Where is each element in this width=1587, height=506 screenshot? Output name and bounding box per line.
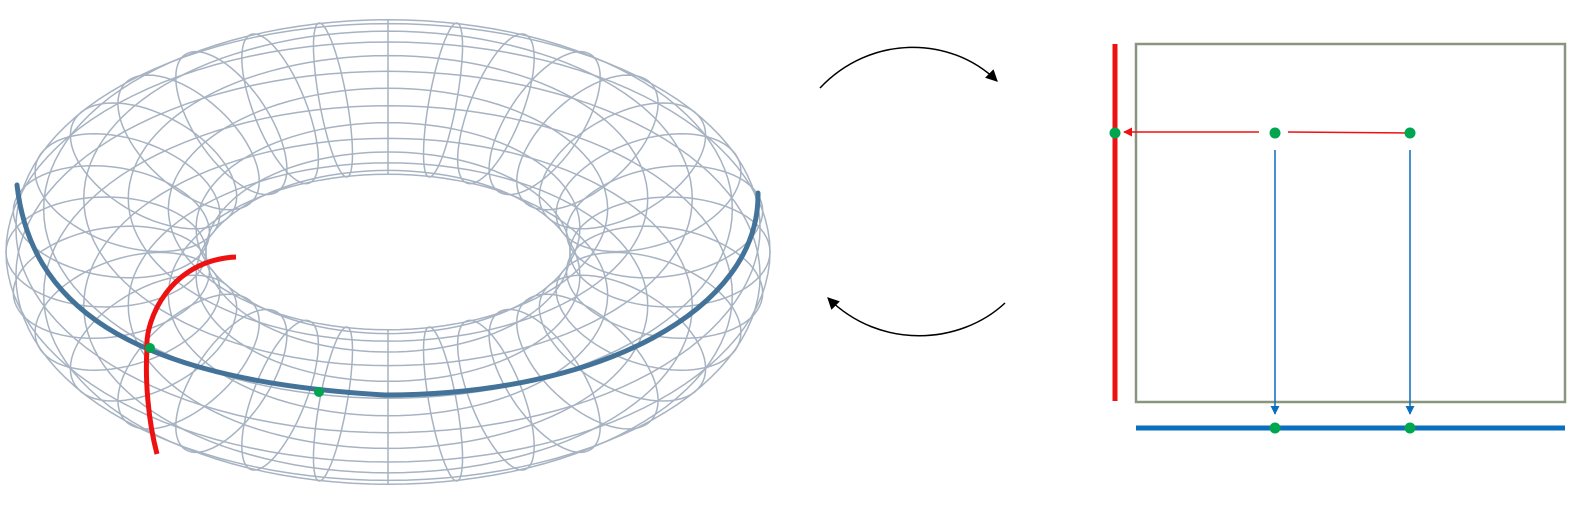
square-point-1	[1269, 127, 1281, 139]
torus-meridian-line	[241, 33, 320, 185]
torus-parallel-line	[5, 41, 771, 463]
torus-parallel-line	[15, 70, 761, 482]
bottom-edge-point-1	[1269, 422, 1281, 434]
torus-parallel-line	[195, 121, 581, 335]
bottom-edge-point-2	[1404, 422, 1416, 434]
torus-longitude-curve	[14, 182, 761, 398]
cycle-arrows	[819, 46, 1006, 337]
torus-parallel-line	[195, 169, 581, 383]
torus-longitude-point	[314, 387, 324, 397]
torus-meridian-line	[456, 33, 535, 185]
square-frame	[1134, 42, 1567, 404]
torus-meridian-line	[241, 319, 320, 471]
cycle-arrow-top	[819, 46, 998, 89]
torus	[5, 18, 771, 486]
torus-meridian-line	[569, 196, 771, 308]
torus-parallel-line	[82, 30, 694, 367]
fundamental-square	[1109, 42, 1567, 434]
horizontal-arrow-right-segment	[1287, 131, 1409, 134]
torus-wireframe	[5, 18, 771, 486]
torus-parallel-line	[167, 173, 609, 417]
torus-parallel-line	[82, 137, 694, 474]
torus-parallel-line	[167, 87, 609, 331]
torus-parallel-line	[127, 162, 649, 450]
torus-meridian-line	[456, 319, 535, 471]
left-edge-point	[1109, 127, 1121, 139]
square-point-2	[1404, 127, 1416, 139]
cycle-arrow-bottom	[827, 297, 1006, 337]
torus-intersection-point	[145, 343, 155, 353]
torus-parallel-line	[205, 151, 571, 353]
torus-parallel-line	[42, 104, 734, 486]
